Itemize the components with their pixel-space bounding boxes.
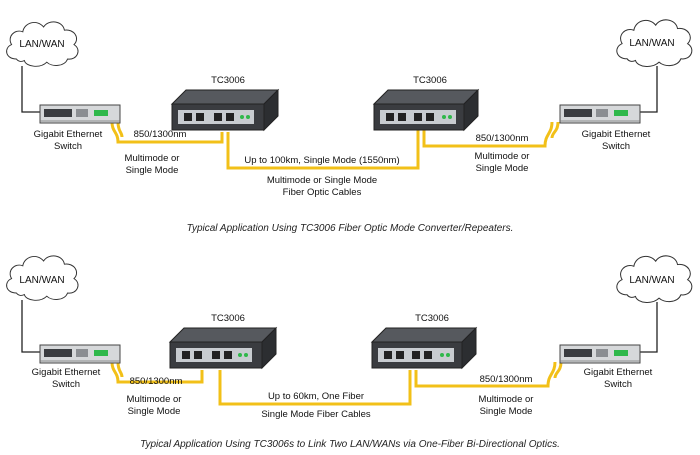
switch-left-2: [39, 344, 121, 364]
ethernet-cable-right: [640, 302, 658, 353]
fiber-mode-line1: Multimode or: [125, 153, 180, 164]
fiber-mode-line1: Multimode or: [479, 394, 534, 405]
cloud-label: LAN/WAN: [19, 39, 64, 50]
link-cable-line1: Single Mode Fiber Cables: [261, 409, 371, 420]
switch-label-line2: Switch: [604, 379, 632, 390]
fiber-wavelength-label: 850/1300nm: [480, 374, 533, 385]
cloud-label: LAN/WAN: [629, 38, 674, 49]
device-label: TC3006: [211, 313, 245, 324]
switch-label-line2: Switch: [602, 141, 630, 152]
link-distance-label: Up to 100km, Single Mode (1550nm): [244, 155, 399, 166]
switch-label-line2: Switch: [54, 141, 82, 152]
fiber-mode-line2: Single Mode: [126, 165, 179, 176]
cloud-left-2: LAN/WAN: [6, 255, 79, 301]
link-distance-label: Up to 60km, One Fiber: [268, 391, 364, 402]
cloud-right-1: LAN/WAN: [616, 19, 693, 68]
device-tc3006-right-2: [370, 326, 478, 370]
switch-label-line1: Gigabit Ethernet: [34, 129, 103, 140]
panel-1: LAN/WAN LAN/WAN: [6, 19, 693, 234]
fiber-wavelength-label: 850/1300nm: [476, 133, 529, 144]
fiber-mode-line2: Single Mode: [476, 163, 529, 174]
ethernet-cable-left: [21, 300, 40, 353]
ethernet-cable-left: [21, 66, 40, 113]
device-tc3006-right-1: [372, 88, 480, 132]
link-cable-line1: Multimode or Single Mode: [267, 175, 377, 186]
fiber-wavelength-label: 850/1300nm: [130, 376, 183, 387]
switch-left-1: [39, 104, 121, 124]
switch-right-1: [559, 104, 641, 124]
fiber-mode-line1: Multimode or: [475, 151, 530, 162]
device-label: TC3006: [415, 313, 449, 324]
cloud-label: LAN/WAN: [19, 275, 64, 286]
fiber-mode-line2: Single Mode: [128, 406, 181, 417]
switch-label-line1: Gigabit Ethernet: [582, 129, 651, 140]
cloud-right-2: LAN/WAN: [616, 255, 693, 304]
switch-label-line1: Gigabit Ethernet: [32, 367, 101, 378]
ethernet-cable-right: [640, 66, 658, 113]
link-cable-line2: Fiber Optic Cables: [283, 187, 362, 198]
caption-1: Typical Application Using TC3006 Fiber O…: [187, 223, 514, 234]
switch-label-line1: Gigabit Ethernet: [584, 367, 653, 378]
cloud-left-1: LAN/WAN: [6, 21, 79, 67]
device-label: TC3006: [211, 75, 245, 86]
device-tc3006-left-1: [170, 88, 280, 132]
switch-right-2: [559, 344, 641, 364]
fiber-cables-2: [110, 361, 563, 406]
device-tc3006-left-2: [168, 326, 278, 370]
switch-label-line2: Switch: [52, 379, 80, 390]
caption-2: Typical Application Using TC3006s to Lin…: [140, 439, 560, 450]
cloud-label: LAN/WAN: [629, 275, 674, 286]
panel-2: LAN/WAN LAN/WAN: [6, 255, 693, 450]
device-label: TC3006: [413, 75, 447, 86]
fiber-wavelength-label: 850/1300nm: [134, 129, 187, 140]
fiber-mode-line2: Single Mode: [480, 406, 533, 417]
fiber-mode-line1: Multimode or: [127, 394, 182, 405]
fiber-cables-1: [110, 121, 560, 170]
